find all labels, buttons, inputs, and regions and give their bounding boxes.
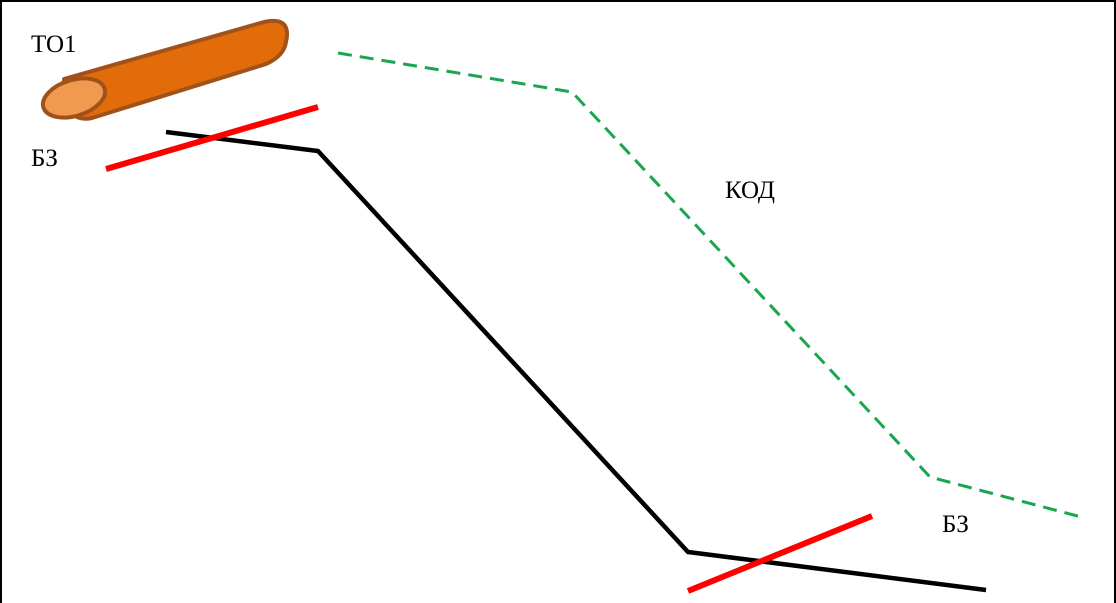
cover-bottom-label: БЗ xyxy=(942,511,969,538)
solid-profile-line xyxy=(165,129,987,593)
pipe-end xyxy=(40,76,108,120)
pipe-cylinder xyxy=(40,19,289,121)
dashed-profile-line xyxy=(337,51,1086,520)
top-cut-mark xyxy=(105,104,319,172)
pipe-label: ТО1 xyxy=(31,31,77,58)
code-label: КОД xyxy=(725,177,775,204)
cover-top-label: БЗ xyxy=(31,145,58,172)
bottom-cut-mark xyxy=(686,513,874,594)
